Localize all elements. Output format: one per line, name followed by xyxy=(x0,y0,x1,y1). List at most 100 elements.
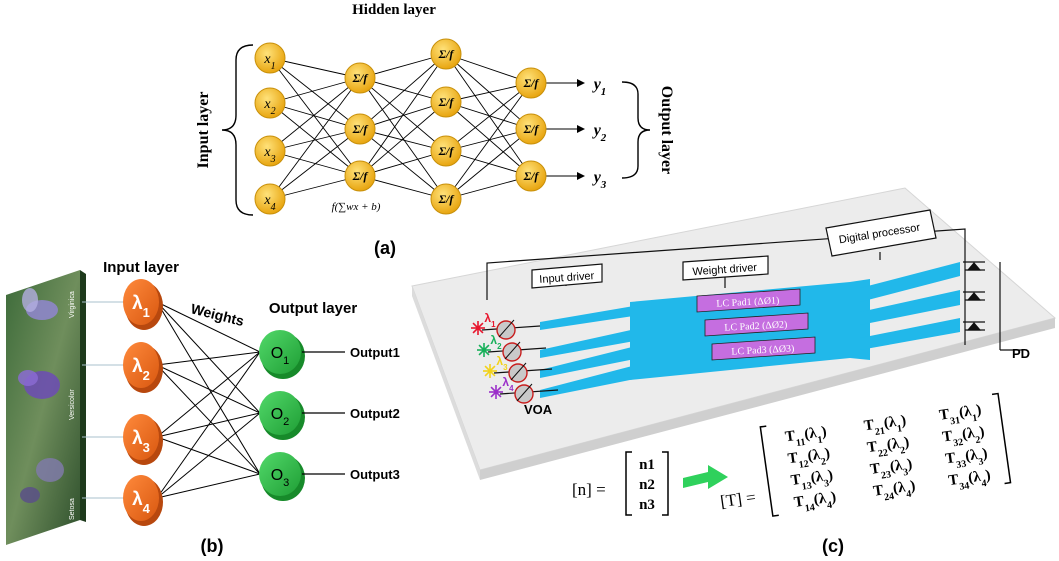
a-connection xyxy=(269,57,361,130)
caption-a: (a) xyxy=(374,238,396,258)
panel-b: Setosa Versicolor Virginica Input layer … xyxy=(6,259,400,556)
hidden-node-label: Σ/f xyxy=(523,169,540,183)
digital-processor-box: Digital processor xyxy=(825,209,937,257)
t-matrix-cells: T11(λ1)T21(λ1)T31(λ1)T12(λ2)T22(λ2)T32(λ… xyxy=(784,402,992,514)
hidden-node-label: Σ/f xyxy=(438,192,455,206)
hidden-node: Σ/f xyxy=(430,38,462,70)
t-matrix-cell: T12(λ2) xyxy=(787,446,832,472)
laser-source-2 xyxy=(477,343,491,357)
b-output-text: Output2 xyxy=(350,406,400,421)
hidden-node: Σ/f xyxy=(344,113,376,145)
t-matrix-lhs: [T] = xyxy=(719,487,757,511)
voa-4: λ4 xyxy=(489,375,559,404)
t-matrix-cell: T21(λ1) xyxy=(863,413,908,439)
output-label-y1: y1 xyxy=(592,76,607,98)
hidden-node: Σ/f xyxy=(515,113,547,145)
hidden-node: Σ/f xyxy=(515,160,547,192)
b-input-node-label: λ3 xyxy=(132,428,150,455)
output-layer-label: Output layer xyxy=(658,86,675,174)
iris-flower-strip: Setosa Versicolor Virginica xyxy=(6,270,86,545)
a-connection xyxy=(445,53,532,130)
output-label-y3: y3 xyxy=(592,169,607,191)
photodiode-1 xyxy=(963,261,985,271)
input-node-label: x2 xyxy=(263,97,275,117)
input-layer-brace xyxy=(221,44,254,216)
b-connection xyxy=(156,364,261,475)
a-connection xyxy=(359,128,447,200)
output-layer-brace xyxy=(621,81,651,179)
laser-wavelength-label: λ4 xyxy=(502,375,514,393)
n-vector-entry-2: n2 xyxy=(639,477,655,493)
caption-b: (b) xyxy=(201,536,224,556)
hidden-node-label: Σ/f xyxy=(523,122,540,136)
a-connection xyxy=(445,82,532,200)
photodiode-3 xyxy=(963,321,985,331)
n-vector-entry-3: n3 xyxy=(639,497,655,513)
panel-a: Hidden layer Input layer Output layer y1… xyxy=(195,2,675,258)
input-node-label: x4 xyxy=(263,193,275,213)
a-connection xyxy=(269,77,361,152)
n-vector-entry-1: n1 xyxy=(639,457,655,473)
b-output-text: Output1 xyxy=(350,345,400,360)
input-node: x4 xyxy=(254,183,286,215)
b-input-node-label: λ1 xyxy=(132,293,150,320)
input-node: x3 xyxy=(254,135,286,167)
t-matrix-cell: T22(λ2) xyxy=(866,434,911,460)
t-matrix-cell: T33(λ3) xyxy=(944,446,989,472)
map-arrow xyxy=(683,465,728,489)
chip-board-left-edge xyxy=(412,286,480,480)
voa-1: λ1 xyxy=(471,311,541,340)
hidden-node-label: Σ/f xyxy=(438,95,455,109)
input-driver-box: Input driver xyxy=(531,263,603,289)
flower-name-versicolor: Versicolor xyxy=(69,389,76,420)
b-weights-label: Weights xyxy=(189,300,246,329)
t-matrix-cell: T23(λ3) xyxy=(869,456,914,482)
hidden-node: Σ/f xyxy=(430,86,462,118)
voa-3: λ3 xyxy=(483,354,553,383)
b-input-layer-label: Input layer xyxy=(103,259,179,276)
weight-driver-label: Weight driver xyxy=(692,262,758,279)
a-connection xyxy=(445,128,532,200)
b-connection xyxy=(156,301,261,475)
b-input-node: λ1 xyxy=(123,279,163,330)
hidden-node-label: Σ/f xyxy=(352,71,369,85)
b-connection xyxy=(156,351,261,366)
panel-a-nodes: y1y2y3x1x2x3x4Σ/fΣ/fΣ/fΣ/fΣ/fΣ/fΣ/fΣ/fΣ/… xyxy=(254,38,607,215)
waveguide-network xyxy=(540,262,960,398)
laser-wavelength-label: λ2 xyxy=(490,333,502,351)
t-matrix-cell: T13(λ3) xyxy=(790,467,835,493)
b-output-node-label: O2 xyxy=(271,406,290,428)
lc-pad-3: LC Pad3 (ΔØ3) xyxy=(711,336,816,361)
lc-pad-1: LC Pad1 (ΔØ1) xyxy=(696,288,801,313)
a-connection xyxy=(269,102,361,130)
input-node-label: x3 xyxy=(263,145,275,165)
t-matrix-cell: T24(λ4) xyxy=(872,478,917,504)
input-layer-label: Input layer xyxy=(195,92,212,169)
a-connection xyxy=(359,53,447,177)
a-connection xyxy=(445,53,532,177)
laser-wavelength-label: λ1 xyxy=(484,311,496,329)
b-connection xyxy=(156,351,261,499)
b-input-node: λ2 xyxy=(123,342,163,393)
hidden-node: Σ/f xyxy=(344,160,376,192)
lc-pad-2-label: LC Pad2 (ΔØ2) xyxy=(724,319,788,333)
hidden-layer-label: Hidden layer xyxy=(352,2,436,18)
activation-formula: f(∑wx + b) xyxy=(332,201,381,213)
panel-b-connections xyxy=(156,301,261,499)
t-matrix-cell: T34(λ4) xyxy=(947,467,992,493)
a-connection xyxy=(269,77,361,200)
b-input-node-label: λ2 xyxy=(132,356,150,383)
a-connection xyxy=(269,77,361,104)
t-matrix-cell: T32(λ2) xyxy=(941,424,986,450)
photodiode-2 xyxy=(963,291,985,301)
flower-name-setosa: Setosa xyxy=(69,498,76,520)
t-matrix-equation: [T] = T11(λ1)T21(λ1)T31(λ1)T12(λ2)T22(λ2… xyxy=(719,392,1012,517)
hidden-node-label: Σ/f xyxy=(438,47,455,61)
b-output-node-label: O3 xyxy=(271,467,290,489)
hidden-node: Σ/f xyxy=(430,183,462,215)
chip-board-edge xyxy=(480,318,1055,480)
